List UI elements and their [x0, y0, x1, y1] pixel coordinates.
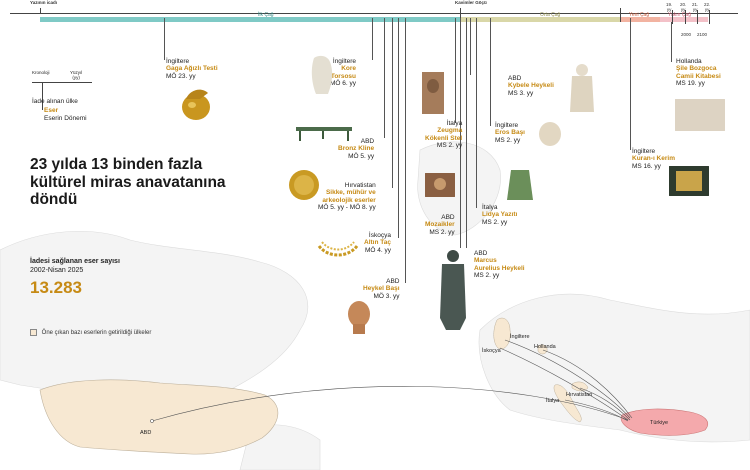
legend-period: Eserin Dönemi: [44, 115, 87, 122]
map-label-iskocya: İskoçya: [482, 348, 501, 354]
north-america-shape: [0, 231, 309, 403]
usa-dot: [150, 419, 154, 423]
kore-torsosu-image: [311, 55, 333, 94]
century-19: 19. yy: [666, 2, 673, 12]
netherlands-shape: [537, 344, 548, 355]
map-label-hollanda: Hollanda: [534, 344, 556, 350]
marcus-aurelius-image: [440, 250, 466, 330]
legend-country: İade alınan ülke: [32, 98, 78, 105]
map-label-turkiye: Türkiye: [650, 420, 669, 426]
gaga-agizli-testi-image: [182, 89, 210, 120]
kybele-heykeli-image: [570, 64, 594, 112]
entry-bronz-kline: ABD Bronz Kline MÖ 5. yy: [338, 138, 375, 160]
entry-kore-torsosu: İngiltere Kore Torsosu MÖ 6. yy: [330, 58, 357, 88]
kuran-i-kerim-image: [669, 166, 709, 196]
entry-eros-basi: İngiltere Eros Başı MS 2. yy: [495, 122, 525, 144]
croatia-shape: [571, 381, 589, 392]
timeline: İlk Çağ Orta Çağ Yeni Çağ Yakın Çağ Yazı…: [0, 0, 750, 40]
year-2100: 2100: [697, 32, 708, 37]
map-label-ingiltere: İngiltere: [510, 334, 530, 340]
bronz-kline-image: [296, 127, 352, 141]
timeline-legend: Kronoloji Yüzyıl (yy) İade alınan ülke E…: [30, 68, 110, 130]
century-22: 22. yy: [704, 2, 711, 12]
arrow-scotland-turkey: [499, 347, 629, 421]
zeugma-stel-image: [422, 72, 444, 114]
entry-lidya-yaziti: İtalya Lidya Yazıtı MS 2. yy: [482, 204, 518, 226]
entry-kuran-i-kerim: İngiltere Kuran-ı Kerim MS 16. yy: [632, 148, 675, 170]
headline: 23 yılda 13 binden fazla kültürel miras …: [30, 156, 226, 208]
lidya-yazitı-image: [507, 170, 533, 200]
eros-basi-image: [539, 122, 561, 146]
entry-zeugma-stel: İtalya Zeugma Kökenli Stel MS 2. yy: [425, 120, 463, 150]
entry-altin-tac: İskoçya Altın Taç MÖ 4. yy: [364, 232, 391, 254]
entry-kybele-heykeli: ABD Kybele Heykeli MS 3. yy: [508, 75, 554, 97]
uk-shape: [493, 317, 511, 350]
usa-shape: [39, 379, 279, 455]
era-label-ilk-cag: İlk Çağ: [258, 12, 274, 18]
heykel-basi-image: [348, 301, 370, 334]
year-2000: 2000: [681, 32, 692, 37]
italy-shape: [553, 384, 582, 423]
stat-label: İadesi sağlanan eser sayısı: [30, 258, 120, 265]
entry-marcus-aurelius: ABD Marcus Aurelius Heykeli MS 2. yy: [474, 250, 525, 280]
entry-sikke-muhur: Hırvatistan Sikke, mühür ve arkeolojik e…: [318, 182, 376, 212]
arrow-croatia-turkey: [579, 387, 631, 421]
legend-artifact: Eser: [44, 107, 59, 114]
map-legend-swatch: [30, 329, 37, 336]
turkey-shape: [620, 408, 709, 436]
entry-mozaikler: ABD Mozaikler MS 2. yy: [425, 214, 455, 236]
century-21: 21. yy: [692, 2, 699, 12]
timeline-axis: [10, 13, 738, 14]
era-band-ilk-cag: [40, 17, 460, 22]
legend-yuzyil: Yüzyıl (yy): [70, 70, 83, 80]
mozaikler-image: [425, 173, 455, 197]
timeline-mid-label: Kavimler Göçü: [455, 0, 487, 5]
era-label-yakin-cag: Yakın Çağ: [668, 12, 691, 18]
era-band-orta-cag: [460, 17, 620, 22]
legend-kronoloji: Kronoloji: [32, 70, 50, 75]
arrow-uk-turkey: [504, 339, 631, 419]
arrow-usa-turkey: [151, 385, 629, 422]
era-label-orta-cag: Orta Çağ: [540, 12, 561, 18]
map-legend: Öne çıkan bazı eserlerin getirildiği ülk…: [30, 329, 151, 336]
map-legend-text: Öne çıkan bazı eserlerin getirildiği ülk…: [41, 330, 152, 337]
sikke-image: [289, 170, 319, 200]
entry-sile-bozgoca: Hollanda Şile Bozgoca Camii Kitabesi MS …: [676, 58, 721, 88]
map-label-abd: ABD: [140, 430, 152, 436]
map-label-italya: İtalya: [546, 398, 560, 404]
arrow-netherlands-turkey: [542, 349, 633, 419]
era-band-yakin-cag: [660, 17, 708, 22]
entry-heykel-basi: ABD Heykel Başı MÖ 3. yy: [363, 278, 400, 300]
map-label-hirvatistan: Hırvatistan: [566, 392, 593, 398]
century-20: 20. yy: [680, 2, 687, 12]
era-band-yeni-cag: [620, 17, 660, 22]
altin-tac-image: [317, 241, 359, 257]
arrow-italy-turkey: [564, 399, 629, 422]
stat-range: 2002-Nisan 2025: [30, 267, 84, 274]
stat-value: 13.283: [30, 278, 82, 297]
era-label-yeni-cag: Yeni Çağ: [629, 12, 650, 18]
europe-shape: [478, 293, 750, 443]
sile-bozgoca-image: [675, 99, 725, 131]
entry-gaga-agizli-testi: İngiltere Gaga Ağızlı Testi MÖ 23. yy: [166, 58, 218, 80]
timeline-start-label: Yazının icadı: [30, 0, 58, 5]
